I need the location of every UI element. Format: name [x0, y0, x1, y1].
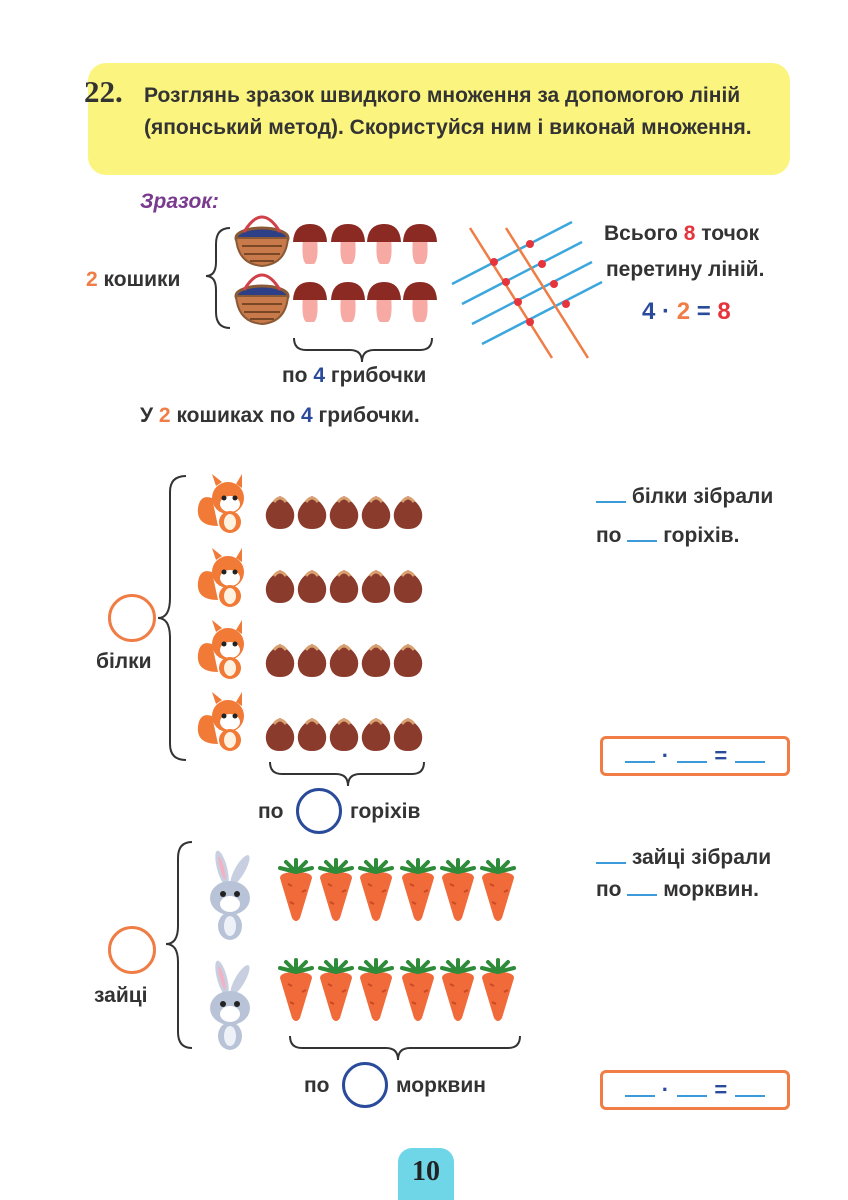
rabbits-equation-box: · = — [600, 1070, 790, 1110]
rabbits-eq-blank-3[interactable] — [735, 1077, 766, 1097]
squirrels-answer-circle[interactable] — [108, 594, 156, 642]
baskets-label: 2 кошики — [86, 268, 181, 291]
page-number: 10 — [412, 1156, 440, 1187]
squirrels-nuts-circle[interactable] — [296, 788, 342, 834]
squirrels-eq-blank-2[interactable] — [677, 743, 708, 763]
squirrels-count-blank[interactable] — [596, 483, 626, 503]
rabbits-bottom-prefix: по — [304, 1074, 330, 1097]
task-box — [88, 63, 790, 175]
page-number-tab: 10 — [398, 1148, 454, 1200]
rabbits-answer-circle[interactable] — [108, 926, 156, 974]
rabbits-carrots-blank[interactable] — [627, 876, 658, 896]
squirrels-bottom-word: горіхів — [350, 800, 421, 823]
total-line-1: Всього 8 точок — [604, 222, 760, 245]
task-number: 22. — [84, 74, 123, 109]
squirrels-eq-blank-1[interactable] — [624, 743, 655, 763]
sample-equation: 4 · 2 = 8 — [642, 298, 731, 325]
rabbits-count-blank[interactable] — [596, 844, 626, 864]
rabbits-line-2: по морквин. — [596, 876, 759, 901]
rabbits-line-1: зайці зібрали — [596, 844, 771, 870]
rabbits-eq-blank-2[interactable] — [677, 1077, 708, 1097]
squirrels-line-1: білки зібрали — [596, 483, 773, 509]
task-text: Розглянь зразок швидкого множення за доп… — [144, 84, 752, 139]
squirrels-equation-box: · = — [600, 736, 790, 776]
rabbits-eq-blank-1[interactable] — [624, 1077, 655, 1097]
sample-label: Зразок: — [140, 190, 219, 213]
squirrels-bottom-prefix: по — [258, 800, 284, 823]
lines-diagram — [451, 220, 603, 359]
rabbits-bottom-word: морквин — [396, 1074, 486, 1097]
rabbits-side-label: зайці — [94, 984, 148, 1007]
total-line-2: перетину ліній. — [606, 258, 765, 281]
squirrels-eq-blank-3[interactable] — [735, 743, 766, 763]
squirrels-side-label: білки — [96, 650, 152, 673]
sample-sentence: У 2 кошиках по 4 грибочки. — [140, 404, 420, 427]
squirrels-line-2: по горіхів. — [596, 522, 740, 547]
squirrels-nuts-blank[interactable] — [627, 522, 658, 542]
rabbits-carrots-circle[interactable] — [342, 1062, 388, 1108]
group-label: по 4 грибочки — [282, 364, 427, 387]
